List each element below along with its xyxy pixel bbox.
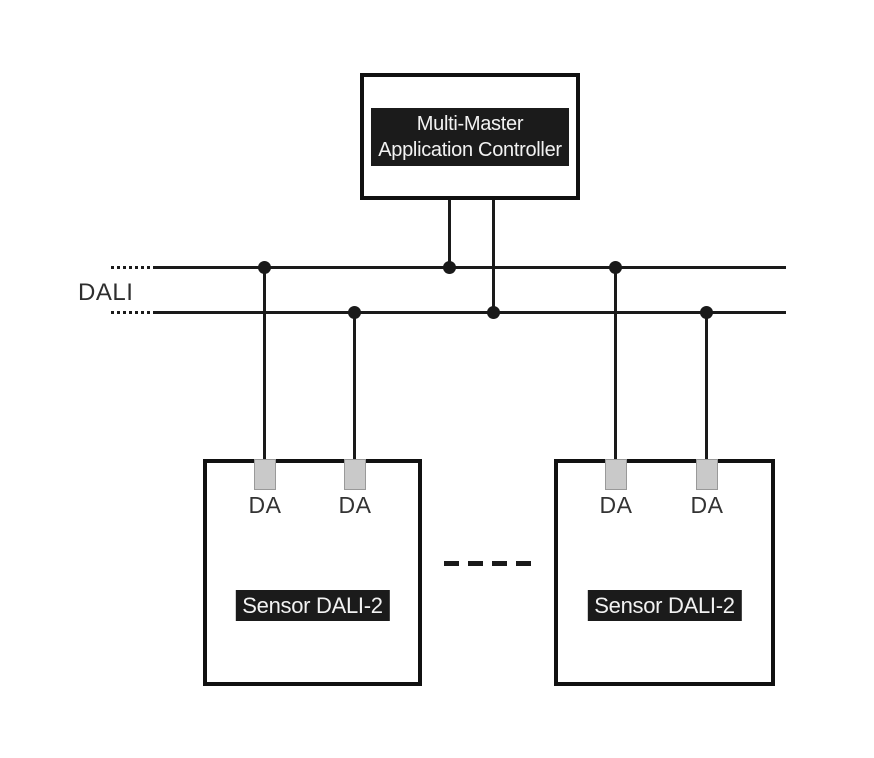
wire-bottombus-to-sensor1-da2 [353, 312, 356, 459]
junction-dot [443, 261, 456, 274]
sensor-1-da-label-2: DA [338, 492, 372, 518]
sensor-1-label: Sensor DALI-2 [235, 590, 390, 621]
junction-dot [348, 306, 361, 319]
dash [492, 561, 507, 566]
controller-box: Multi-Master Application Controller [360, 73, 580, 200]
dali-bus-bottom-dotted [111, 311, 156, 314]
wire-topbus-to-sensor1-da1 [263, 267, 266, 459]
sensor-2-da-terminal-1 [605, 459, 627, 490]
sensor-box-2: Sensor DALI-2 [554, 459, 775, 686]
dash [444, 561, 459, 566]
junction-dot [700, 306, 713, 319]
sensor-1-da-terminal-2 [344, 459, 366, 490]
controller-label: Multi-Master Application Controller [371, 107, 569, 166]
dali-bus-top-dotted [111, 266, 156, 269]
controller-label-line2: Application Controller [378, 138, 562, 161]
junction-dot [258, 261, 271, 274]
wire-controller-to-top-bus [448, 200, 451, 267]
dash [468, 561, 483, 566]
controller-label-line1: Multi-Master [416, 112, 524, 135]
sensor-1-da-terminal-1 [254, 459, 276, 490]
dali-bus-label: DALI [78, 279, 134, 306]
junction-dot [609, 261, 622, 274]
sensor-2-da-label-2: DA [690, 492, 724, 518]
dali-bus-bottom-line [155, 311, 786, 314]
junction-dot [487, 306, 500, 319]
sensor-1-da-label-1: DA [248, 492, 282, 518]
sensor-box-1: Sensor DALI-2 [203, 459, 422, 686]
dash [516, 561, 531, 566]
sensor-2-da-terminal-2 [696, 459, 718, 490]
wire-topbus-to-sensor2-da1 [614, 267, 617, 459]
wire-bottombus-to-sensor2-da2 [705, 312, 708, 459]
continuation-dashes [444, 561, 531, 566]
sensor-2-da-label-1: DA [599, 492, 633, 518]
wire-controller-to-bottom-bus [492, 200, 495, 312]
dali-bus-top-line [155, 266, 786, 269]
sensor-2-label: Sensor DALI-2 [587, 590, 742, 621]
